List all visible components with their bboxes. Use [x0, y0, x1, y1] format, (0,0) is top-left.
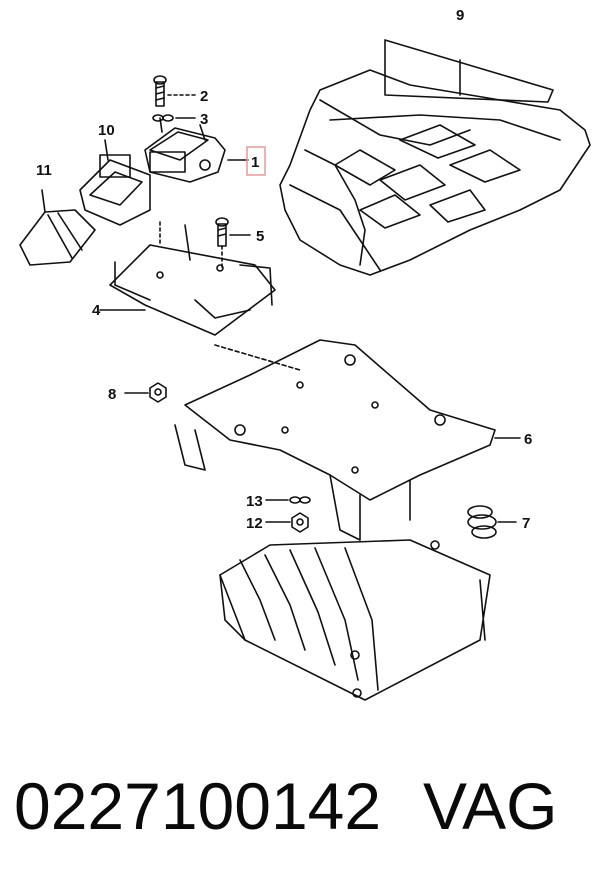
callout-13: 13 — [246, 493, 263, 510]
callout-5: 5 — [256, 228, 264, 245]
callout-8: 8 — [108, 386, 116, 403]
callout-6: 6 — [524, 431, 532, 448]
part-3-washer — [152, 114, 196, 122]
callout-12: 12 — [246, 515, 263, 532]
callout-10: 10 — [98, 122, 115, 139]
part-2-screw — [153, 75, 196, 107]
part-8-nut — [124, 382, 167, 403]
part-6-plate — [174, 339, 521, 541]
callout-1: 1 — [251, 154, 259, 171]
callout-11: 11 — [36, 162, 52, 179]
part-9-cover — [279, 39, 591, 276]
part-12-nut — [265, 512, 309, 533]
part-7-grommet — [467, 505, 517, 539]
control-unit — [219, 539, 491, 701]
callout-2: 2 — [200, 88, 208, 105]
part-1-sensor — [144, 117, 249, 183]
part-13-washer — [265, 496, 311, 504]
callout-3: 3 — [200, 111, 208, 128]
callout-9: 9 — [456, 7, 464, 24]
part-number: 0227100142 — [14, 769, 382, 843]
brand-label: VAG — [423, 769, 558, 843]
callout-4: 4 — [92, 302, 101, 319]
part-10-connector — [79, 139, 151, 226]
exploded-parts-diagram: 9 2 3 10 1 11 5 4 8 6 13 12 7 — [19, 7, 591, 701]
part-5-screw — [215, 217, 251, 247]
callout-1-highlight-box — [246, 146, 266, 176]
part-4-bracket — [99, 221, 301, 371]
callout-7: 7 — [522, 515, 530, 532]
part-11-boot — [19, 189, 96, 266]
